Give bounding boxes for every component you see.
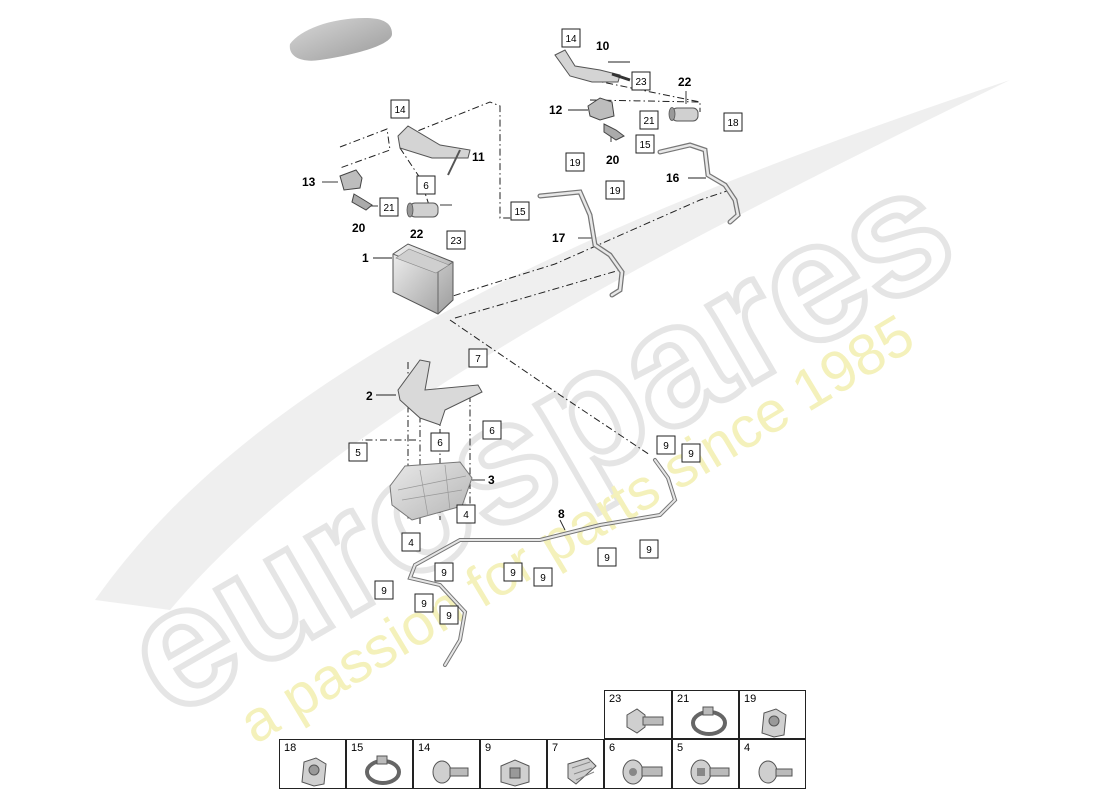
pan-screw-icon xyxy=(758,760,793,784)
box-9: 9 xyxy=(446,611,452,622)
callout-3: 3 xyxy=(488,473,495,487)
box-19: 19 xyxy=(609,186,621,197)
torx-bolt-icon xyxy=(622,759,663,785)
legend-cell-14[interactable]: 14 xyxy=(413,739,480,789)
purge-hose xyxy=(657,142,741,225)
collar-screw-icon xyxy=(690,759,730,785)
air-filter xyxy=(406,202,439,218)
legend-label: 19 xyxy=(744,693,757,705)
box-23: 23 xyxy=(635,77,647,88)
car-thumbnail xyxy=(289,18,392,61)
pipe-clip-icon xyxy=(761,708,787,738)
watermark-swoosh xyxy=(95,80,1010,610)
pipe-clip-icon xyxy=(301,757,327,787)
legend-label: 15 xyxy=(351,742,364,754)
box-6: 6 xyxy=(489,426,495,437)
box-7: 7 xyxy=(475,354,481,365)
box-9: 9 xyxy=(646,545,652,556)
box-4: 4 xyxy=(408,538,414,549)
box-9: 9 xyxy=(381,586,387,597)
watermark: eurospares a passion for parts since 198… xyxy=(91,80,1010,756)
clip-holder-icon xyxy=(500,759,530,787)
callout-22: 22 xyxy=(678,75,692,89)
flange-screw-icon xyxy=(432,760,469,784)
legend-cell-9[interactable]: 9 xyxy=(480,739,547,789)
box-9: 9 xyxy=(510,568,516,579)
box-4: 4 xyxy=(463,510,469,521)
box-19: 19 xyxy=(569,158,581,169)
purge-valve xyxy=(587,97,625,141)
box-9: 9 xyxy=(540,573,546,584)
hose-clamp-icon xyxy=(691,706,727,736)
boxed-callout-labels: 14 23 21 15 18 19 19 15 14 6 21 23 7 6 6… xyxy=(355,34,739,622)
box-21: 21 xyxy=(643,116,655,127)
legend-cell-21[interactable]: 21 xyxy=(672,690,739,739)
valve-bracket xyxy=(397,125,471,176)
purge-valve xyxy=(339,169,373,211)
valve-bracket xyxy=(554,49,631,83)
box-6: 6 xyxy=(423,181,429,192)
callout-12: 12 xyxy=(549,103,563,117)
box-9: 9 xyxy=(441,568,447,579)
legend-label: 14 xyxy=(418,742,431,754)
callout-17: 17 xyxy=(552,231,566,245)
box-6: 6 xyxy=(437,438,443,449)
threaded-stud-icon xyxy=(567,757,597,785)
legend-label: 5 xyxy=(677,742,684,754)
vent-hose xyxy=(537,189,625,298)
callout-10: 10 xyxy=(596,39,610,53)
legend-label: 18 xyxy=(284,742,297,754)
legend-cell-23[interactable]: 23 xyxy=(604,690,672,739)
legend-cell-6[interactable]: 6 xyxy=(604,739,672,789)
callout-1: 1 xyxy=(362,251,369,265)
box-9: 9 xyxy=(421,599,427,610)
callout-16: 16 xyxy=(666,171,680,185)
legend-cell-4[interactable]: 4 xyxy=(739,739,806,789)
callout-13: 13 xyxy=(302,175,316,189)
legend-cell-7[interactable]: 7 xyxy=(547,739,604,789)
legend-label: 4 xyxy=(744,742,751,754)
charcoal-canister xyxy=(392,243,454,315)
legend-cell-19[interactable]: 19 xyxy=(739,690,806,739)
bolt-icon xyxy=(626,708,664,734)
callout-2: 2 xyxy=(366,389,373,403)
legend-label: 6 xyxy=(609,742,616,754)
callout-20: 20 xyxy=(352,221,366,235)
boxed-callouts xyxy=(348,28,743,625)
callout-20: 20 xyxy=(606,153,620,167)
mounting-bracket xyxy=(397,359,483,426)
legend-label: 7 xyxy=(552,742,559,754)
box-9: 9 xyxy=(663,441,669,452)
callout-11: 11 xyxy=(472,150,485,164)
hose-clamp-icon xyxy=(365,755,401,785)
legend-label: 21 xyxy=(677,693,690,705)
fuel-line xyxy=(407,458,678,667)
legend-label: 9 xyxy=(485,742,492,754)
air-filter xyxy=(668,107,699,122)
legend-label: 23 xyxy=(609,693,622,705)
box-15: 15 xyxy=(514,207,526,218)
box-18: 18 xyxy=(727,118,739,129)
callout-8: 8 xyxy=(558,507,565,521)
heat-shield xyxy=(389,461,473,521)
box-14: 14 xyxy=(565,34,577,45)
legend-cell-15[interactable]: 15 xyxy=(346,739,413,789)
watermark-brand: eurospares xyxy=(94,129,983,752)
box-23: 23 xyxy=(450,236,462,247)
callout-22: 22 xyxy=(410,227,424,241)
legend-cell-18[interactable]: 18 xyxy=(279,739,346,789)
box-14: 14 xyxy=(394,105,406,116)
legend-cell-5[interactable]: 5 xyxy=(672,739,739,789)
box-9: 9 xyxy=(688,449,694,460)
box-21: 21 xyxy=(383,203,395,214)
box-15: 15 xyxy=(639,140,651,151)
part-callouts: 1 2 3 8 10 11 12 13 16 17 20 20 22 22 xyxy=(302,39,692,521)
box-9: 9 xyxy=(604,553,610,564)
box-5: 5 xyxy=(355,448,361,459)
